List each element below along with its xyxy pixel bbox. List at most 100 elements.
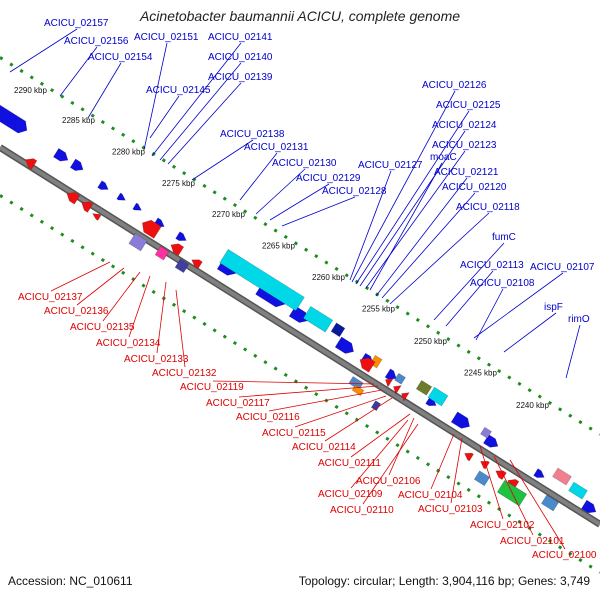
gene-label-bottom: ACICU_02111 [318,458,381,469]
misc-gene [394,372,406,385]
leader-line [389,212,490,305]
forward-gene [334,336,354,354]
gene-label-top: ACICU_02124 [432,120,497,131]
kbp-tick-label: 2265 kbp [262,242,295,251]
gene-label-top: ACICU_02123 [432,140,497,151]
highlighted-gene [219,248,305,312]
gene-label-top: ACICU_02156 [64,36,129,47]
reverse-gene-shape [385,378,394,388]
misc-gene [370,400,382,412]
misc-gene [174,258,190,274]
gene-label-top: rimO [568,314,590,325]
reverse-gene [359,357,376,373]
gene-label-top: ACICU_02128 [322,186,387,197]
leader-line [159,62,242,161]
genome-title: Acinetobacter baumannii ACICU, complete … [139,8,461,24]
leader-line [87,62,122,119]
reverse-gene [495,470,507,481]
forward-gene-shape [450,411,470,429]
reverse-gene-shape [480,460,490,470]
misc-gene-shape [540,494,560,512]
leader-line [479,445,504,520]
kbp-tick-label: 2275 kbp [162,179,195,188]
gene-label-top: ACICU_02113 [460,260,524,271]
leader-line [269,183,330,221]
reverse-gene-shape [66,192,81,205]
leader-line [102,271,141,322]
leader-line [191,139,254,181]
genome-summary: Topology: circular; Length: 3,904,116 bp… [298,574,590,588]
leader-line [50,261,111,292]
gene-label-top: ACICU_02125 [436,100,501,111]
misc-gene [480,426,492,439]
reverse-gene-shape [92,213,102,221]
misc-gene [330,322,346,338]
forward-gene [52,148,69,162]
leader-line [151,42,242,157]
gene-label-bottom: ACICU_02103 [418,504,483,515]
forward-gene [450,411,470,429]
highlighted-gene [302,305,334,333]
kbp-tick-label: 2270 kbp [212,210,245,219]
misc-gene [128,232,148,252]
leader-line [156,281,167,354]
gene-label-top: ACICU_02126 [422,80,487,91]
misc-gene-shape [415,379,433,396]
reverse-gene-shape [25,158,38,170]
gene-label-top: ACICU_02154 [88,52,153,63]
reverse-gene [480,460,490,470]
reverse-gene [401,392,410,402]
reverse-gene [81,201,94,213]
forward-gene-shape [0,102,28,134]
forward-gene [97,180,109,190]
misc-gene [540,494,560,512]
gene-label-top: ACICU_02140 [208,52,273,63]
leader-line [149,95,180,139]
reverse-gene-shape [359,357,376,373]
reverse-gene [92,213,102,221]
reverse-gene [25,158,38,170]
lower-tick-track [0,194,600,574]
leader-line [509,459,566,550]
leader-line [375,177,468,297]
gene-label-bottom: ACICU_02116 [236,412,300,423]
reverse-gene-shape [81,201,94,213]
forward-gene [288,305,308,323]
forward-gene-shape [334,336,354,354]
gene-label-top: ACICU_02145 [146,85,211,96]
gene-label-bottom: ACICU_02114 [292,442,356,453]
gene-label-top: ispF [544,302,563,313]
gene-label-bottom: ACICU_02104 [398,490,463,501]
leader-line [493,455,534,536]
kbp-tick-label: 2250 kbp [414,337,447,346]
forward-gene-shape [175,231,187,241]
misc-gene-shape [552,467,572,486]
leader-line [239,152,278,201]
reverse-gene [66,192,81,205]
leader-line [430,433,455,490]
leader-line [128,275,151,338]
gene-label-top: ACICU_02121 [434,167,499,178]
forward-gene-shape [533,468,545,478]
forward-gene [0,102,28,134]
leader-line [450,437,463,504]
leader-line [503,312,557,353]
leader-line [167,82,242,165]
gene-label-top: ACICU_02141 [208,32,273,43]
forward-gene [580,499,597,514]
leader-line [381,192,476,299]
upper-tick-track [0,56,600,436]
leader-line [359,130,466,287]
reverse-gene-shape [142,219,162,239]
kbp-tick-label: 2245 kbp [464,369,497,378]
highlighted-gene-shape [302,305,334,333]
misc-gene-shape [174,258,190,274]
leader-line [76,267,125,306]
gene-label-bottom: ACICU_02101 [500,536,565,547]
forward-gene [132,202,142,211]
forward-gene-shape [69,158,84,171]
forward-gene [69,158,84,171]
gene-label-top: ACICU_02120 [442,182,507,193]
leader-line [294,395,387,428]
reverse-gene-shape [401,392,410,402]
